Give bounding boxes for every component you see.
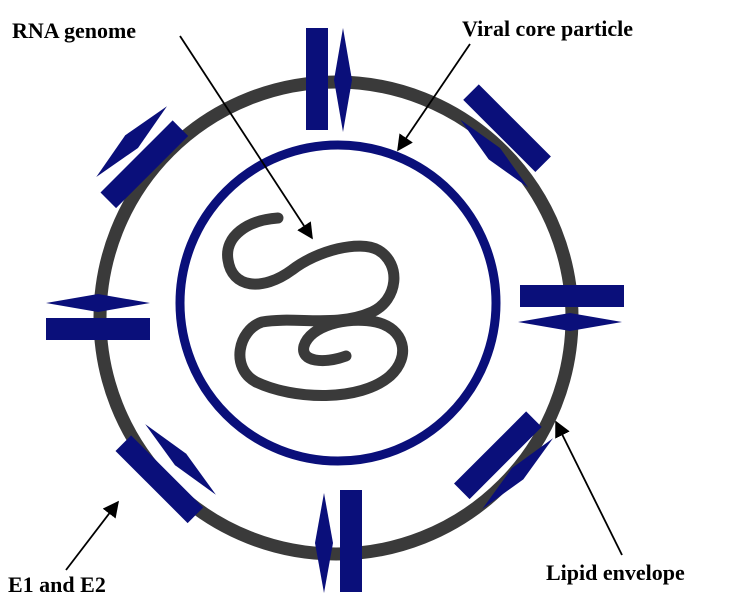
e1-e2-label: E1 and E2 [8,572,106,597]
rna-genome-arrow [180,36,312,238]
glycoprotein-spikes [46,28,624,593]
viral-core-particle-label: Viral core particle [462,16,633,41]
rna-genome-strand [228,218,403,396]
spike-bottom [315,490,362,593]
lipid-envelope-arrow [556,422,622,555]
lipid-envelope-label: Lipid envelope [546,560,685,585]
viral-core-ring [180,145,496,461]
e1-e2-arrow [66,502,118,570]
rna-genome-label: RNA genome [12,18,136,43]
spike-upper-right [446,84,555,193]
